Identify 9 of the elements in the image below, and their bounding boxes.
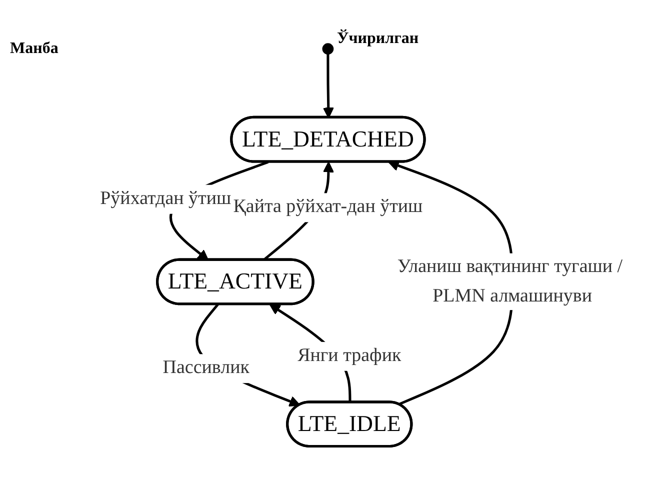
arrow: [322, 54, 334, 118]
state-caption: Ўчирилган: [337, 30, 419, 48]
edge-label: Рўйхатдан ўтиш: [100, 188, 232, 209]
note-label: Манба: [10, 40, 58, 58]
node-circle: [322, 43, 334, 55]
edge-label: Уланиш вақтининг тугаши / PLMN алмашинуви: [397, 257, 623, 306]
edge-label: Янги трафик: [298, 346, 402, 366]
edge-label: Пассивлик: [162, 358, 250, 378]
edge-label: Қайта рўйхат-дан ўтиш: [233, 196, 423, 218]
